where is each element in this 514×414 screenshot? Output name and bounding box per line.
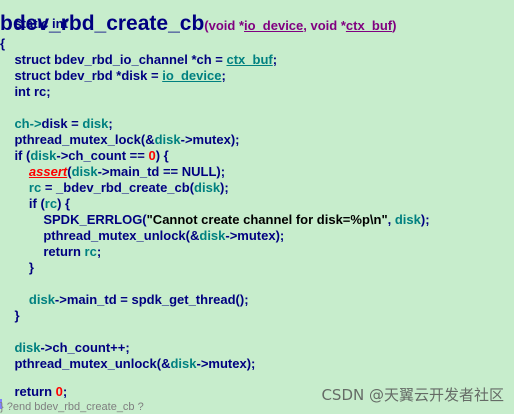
code-text: ); — [220, 180, 229, 195]
var-ctx-buf[interactable]: ctx_buf — [226, 52, 273, 67]
code-text: ; — [62, 384, 68, 399]
var-rc: rc — [44, 196, 58, 211]
var-disk: disk — [199, 228, 226, 243]
indent — [0, 292, 29, 307]
var-disk: disk — [394, 212, 421, 227]
var-ch: ch-> — [0, 116, 42, 131]
code-text: ( — [67, 164, 72, 179]
code-text: , — [387, 212, 395, 227]
code-line-rc-decl: int rc; — [0, 84, 51, 100]
null-literal: NULL — [181, 164, 217, 179]
number-literal: 0 — [148, 148, 156, 163]
params-close: ) — [392, 18, 397, 33]
code-line-static-int: static int — [0, 0, 68, 48]
code-text: if ( — [0, 148, 31, 163]
var-disk: disk — [194, 180, 221, 195]
code-text: ->main_td = spdk_get_thread(); — [54, 292, 249, 307]
var-io-device[interactable]: io_device — [162, 68, 222, 83]
gutter-marker — [0, 399, 2, 409]
code-line-rc-assign: rc = _bdev_rbd_create_cb(disk); — [0, 180, 229, 196]
code-line-close-if-count: } — [0, 308, 20, 324]
code-text: ->mutex); — [225, 228, 285, 243]
code-text: ) { — [57, 196, 71, 211]
code-line-return-zero: return 0; — [0, 384, 67, 400]
code-text: ; — [272, 52, 278, 67]
code-text: int rc; — [0, 84, 51, 99]
var-disk: disk — [170, 356, 197, 371]
var-disk: disk — [82, 116, 109, 131]
code-text: ->main_td == — [97, 164, 182, 179]
code-line-ch-decl: struct bdev_rbd_io_channel *ch = ctx_buf… — [0, 52, 277, 68]
code-line-mutex-unlock: pthread_mutex_unlock(&disk->mutex); — [0, 356, 255, 372]
code-line-ch-count-inc: disk->ch_count++; — [0, 340, 130, 356]
code-text: = _bdev_rbd_create_cb( — [41, 180, 195, 195]
var-disk: disk — [28, 292, 55, 307]
code-text: ->ch_count++; — [40, 340, 130, 355]
code-text: SPDK_ERRLOG( — [0, 212, 147, 227]
code-text: pthread_mutex_unlock(& — [0, 228, 200, 243]
var-disk: disk — [154, 132, 181, 147]
var-rc: rc — [28, 180, 42, 195]
code-text: disk = — [41, 116, 83, 131]
params-open: (void * — [204, 18, 245, 33]
code-text: pthread_mutex_lock(& — [0, 132, 155, 147]
code-text: ); — [216, 164, 226, 179]
code-line-main-td-assign: disk->main_td = spdk_get_thread(); — [0, 292, 249, 308]
code-text: struct bdev_rbd_io_channel *ch = — [0, 52, 227, 67]
code-line-return-rc: return rc; — [0, 244, 101, 260]
code-text: ; — [221, 68, 226, 83]
code-text: ; — [108, 116, 113, 131]
close-brace: } — [0, 308, 20, 323]
code-text: ->mutex); — [180, 132, 240, 147]
indent — [0, 340, 14, 355]
watermark: CSDN @天翼云开发者社区 — [321, 386, 504, 404]
end-function-comment: } ?end bdev_rbd_create_cb ? — [0, 401, 144, 413]
close-brace: } — [0, 260, 34, 275]
assert-macro[interactable]: assert — [28, 164, 68, 179]
code-text: if ( — [0, 196, 45, 211]
indent — [0, 164, 29, 179]
code-text: ); — [420, 212, 430, 227]
code-text: pthread_mutex_unlock(& — [0, 356, 171, 371]
code-line-assert: assert(disk->main_td == NULL); — [0, 164, 225, 180]
function-signature: bdev_rbd_create_cb(void *io_device, void… — [0, 12, 396, 38]
indent — [0, 180, 29, 195]
string-literal: "Cannot create channel for disk=%p\n" — [146, 212, 388, 227]
param-ctx-buf[interactable]: ctx_buf — [345, 18, 393, 33]
function-name[interactable]: bdev_rbd_create_cb — [0, 12, 205, 35]
code-line-errlog: SPDK_ERRLOG("Cannot create channel for d… — [0, 212, 430, 228]
code-line-ch-disk-assign: ch->disk = disk; — [0, 116, 113, 132]
code-text: ->ch_count == — [56, 148, 149, 163]
code-line-if-ch-count: if (disk->ch_count == 0) { — [0, 148, 169, 164]
var-disk: disk — [71, 164, 98, 179]
var-rc: rc — [84, 244, 97, 259]
code-text: return — [0, 384, 56, 399]
code-line-if-rc: if (rc) { — [0, 196, 70, 212]
param-io-device[interactable]: io_device — [244, 18, 304, 33]
code-text: ->mutex); — [196, 356, 256, 371]
code-line-mutex-unlock-inner: pthread_mutex_unlock(&disk->mutex); — [0, 228, 284, 244]
keyword-static-int: static int — [14, 16, 68, 31]
code-line-mutex-lock: pthread_mutex_lock(&disk->mutex); — [0, 132, 240, 148]
code-line-close-if-rc: } — [0, 260, 34, 276]
var-disk: disk — [14, 340, 41, 355]
code-text: ) { — [155, 148, 169, 163]
code-text: return — [0, 244, 85, 259]
params-mid: , void * — [303, 18, 346, 33]
code-text: struct bdev_rbd *disk = — [0, 68, 163, 83]
code-text: ; — [96, 244, 102, 259]
number-literal: 0 — [55, 384, 63, 399]
open-brace: { — [0, 36, 6, 51]
var-disk: disk — [30, 148, 57, 163]
code-line-disk-decl: struct bdev_rbd *disk = io_device; — [0, 68, 226, 84]
code-line-open-brace: { — [0, 36, 5, 52]
